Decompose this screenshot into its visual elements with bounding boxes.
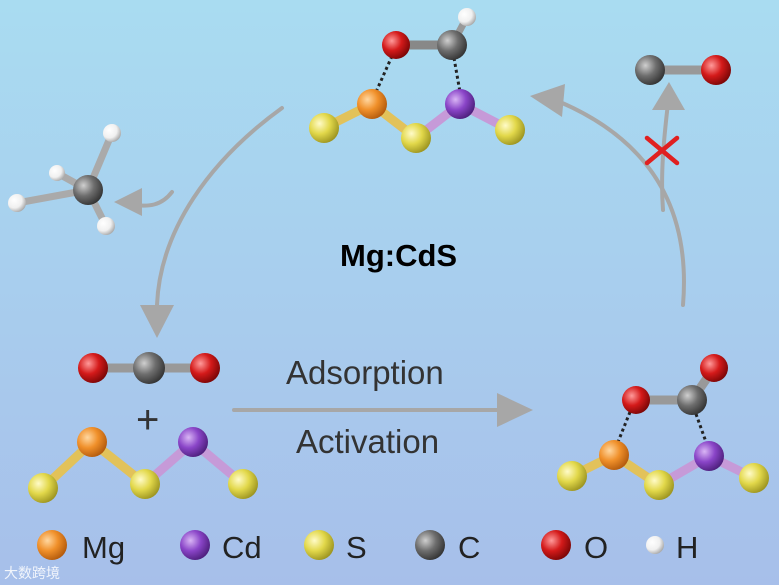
catalyst-title: Mg:CdS xyxy=(340,238,458,273)
legend-c-marker xyxy=(415,530,445,560)
legend-label-cd: Cd xyxy=(222,530,262,565)
arrow-heads xyxy=(114,82,685,427)
legend-h-marker xyxy=(646,536,664,554)
catalyst-chain xyxy=(28,427,258,503)
plus-sign: + xyxy=(136,398,160,442)
methane-molecule xyxy=(8,124,121,235)
arrowhead-ch4 xyxy=(114,188,142,216)
legend-label-c: C xyxy=(458,530,481,565)
legend-cd-marker xyxy=(180,530,210,560)
legend-o-marker xyxy=(541,530,571,560)
arrow-left-curve xyxy=(155,106,284,307)
arrow-label-activation: Activation xyxy=(296,423,440,460)
legend-label-mg: Mg xyxy=(82,530,126,565)
cycle-arrows xyxy=(126,100,686,412)
arrowhead-down xyxy=(140,305,174,338)
cross-icon xyxy=(644,135,680,166)
activated-complex xyxy=(557,354,769,500)
co2-molecule xyxy=(78,352,220,384)
legend-markers xyxy=(37,530,664,560)
top-intermediate-molecule xyxy=(309,8,525,153)
legend-label-o: O xyxy=(584,530,609,565)
co-molecule xyxy=(635,55,731,85)
watermark: 大数跨境 xyxy=(4,565,60,581)
arrow-label-adsorption: Adsorption xyxy=(286,354,444,391)
arrowhead-co xyxy=(652,82,685,110)
arrowhead-top xyxy=(530,84,565,117)
legend-label-h: H xyxy=(676,530,699,565)
arrowhead-right xyxy=(497,393,533,427)
legend-mg-marker xyxy=(37,530,67,560)
legend-s-marker xyxy=(304,530,334,560)
legend-label-s: S xyxy=(346,530,367,565)
